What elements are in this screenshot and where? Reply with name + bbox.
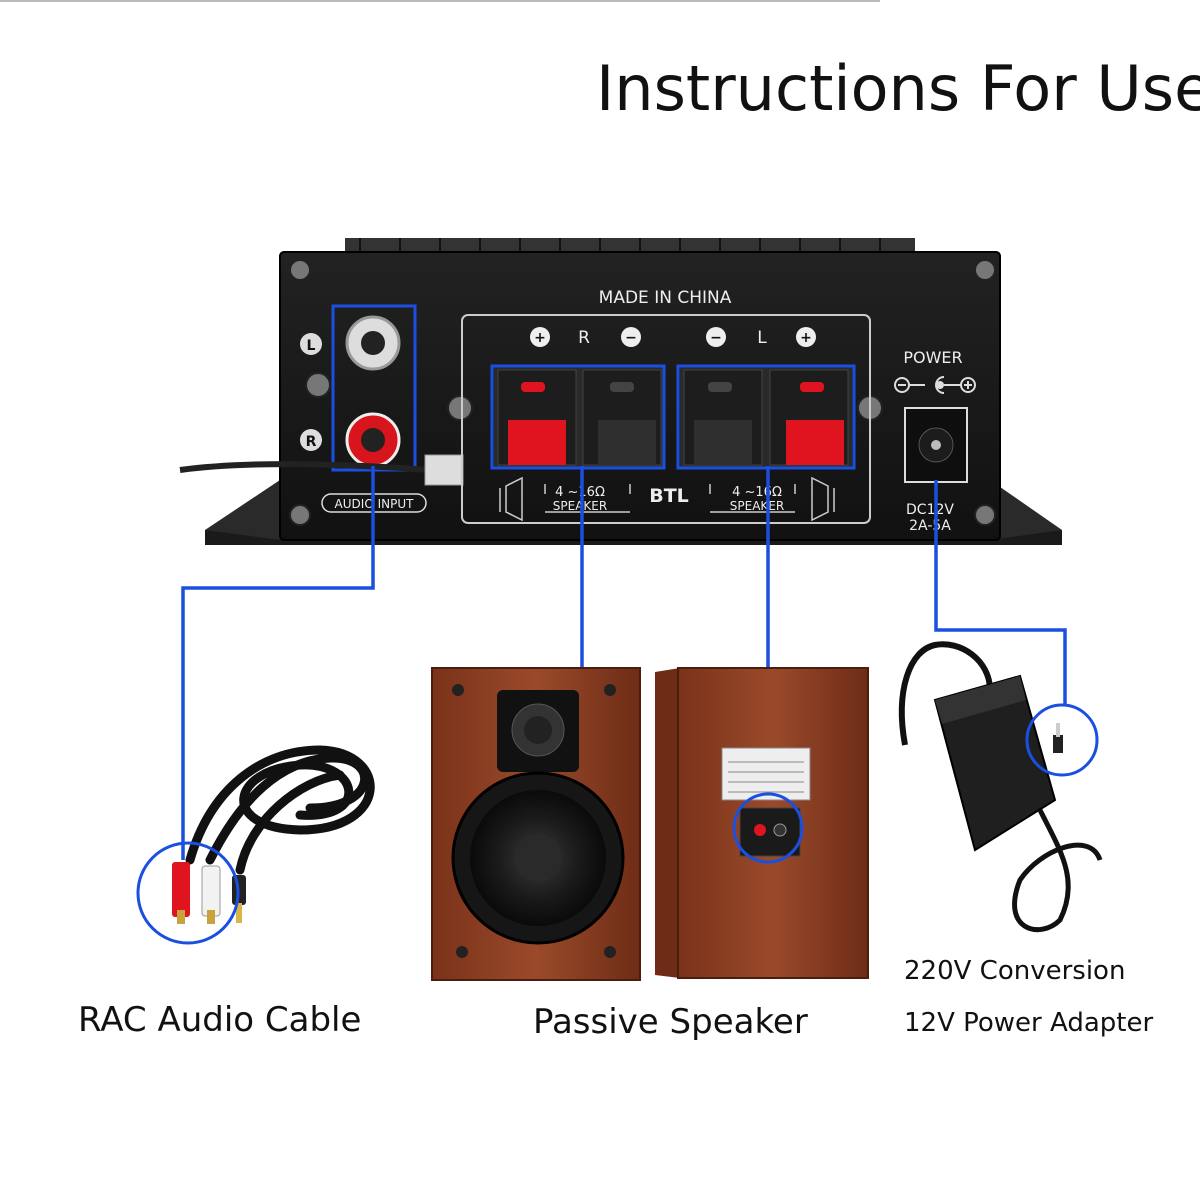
rca-left-jack	[345, 315, 401, 371]
top-rule	[0, 0, 880, 2]
power-plug-highlight-circle	[1025, 703, 1099, 777]
terminal-polarity-symbols: + R − − L +	[530, 327, 816, 348]
rca-right-jack	[345, 412, 401, 468]
terminal-l-label: L	[757, 328, 767, 348]
left-channel-label: L	[307, 338, 316, 354]
svg-text:+: +	[534, 330, 546, 346]
connection-lines	[181, 466, 1067, 860]
svg-text:+: +	[800, 330, 812, 346]
power-adapter-illustration	[898, 641, 1103, 933]
left-speaker-highlight-box	[676, 364, 856, 470]
dc-power-jack	[904, 407, 968, 483]
terminal-r-label: R	[578, 328, 590, 348]
right-speaker-label: SPEAKER	[553, 499, 607, 513]
current-rating-label: 2A-5A	[909, 518, 951, 534]
right-speaker-highlight-box	[490, 364, 666, 470]
left-impedance-label: 4 ~16Ω	[732, 485, 782, 500]
power-connector-line	[934, 480, 1067, 705]
polarity-symbol-icon	[894, 376, 976, 394]
caption-power-adapter-line1: 220V Conversion	[904, 956, 1126, 986]
caption-power-adapter-line2: 12V Power Adapter	[904, 1008, 1154, 1038]
svg-text:−: −	[710, 330, 722, 346]
speaker-terminal-highlight-circle	[732, 792, 804, 864]
right-impedance-label: 4 ~16Ω	[555, 485, 605, 500]
caption-rca-audio-cable: RAC Audio Cable	[78, 1000, 362, 1040]
caption-passive-speaker: Passive Speaker	[533, 1002, 808, 1042]
btl-label: BTL	[649, 485, 689, 507]
right-channel-label: R	[306, 434, 317, 450]
dc-rating-label: DC12V	[906, 502, 954, 518]
right-speaker-terminals	[494, 367, 664, 469]
power-label: POWER	[903, 348, 962, 367]
passive-speaker-back	[655, 667, 869, 979]
page-title: Instructions For Use	[596, 52, 1200, 125]
passive-speaker-front	[431, 667, 641, 981]
svg-text:−: −	[625, 330, 637, 346]
rca-plug-highlight-circle	[136, 841, 240, 945]
amplifier-rear-panel: MADE IN CHINA L R AUDIO INPUT + R	[179, 238, 1062, 545]
left-speaker-terminals	[680, 367, 852, 469]
made-in-label: MADE IN CHINA	[599, 288, 732, 308]
left-speaker-label: SPEAKER	[730, 499, 784, 513]
audio-cable-connector-line	[181, 466, 375, 860]
rca-audio-cable-illustration	[136, 745, 375, 945]
